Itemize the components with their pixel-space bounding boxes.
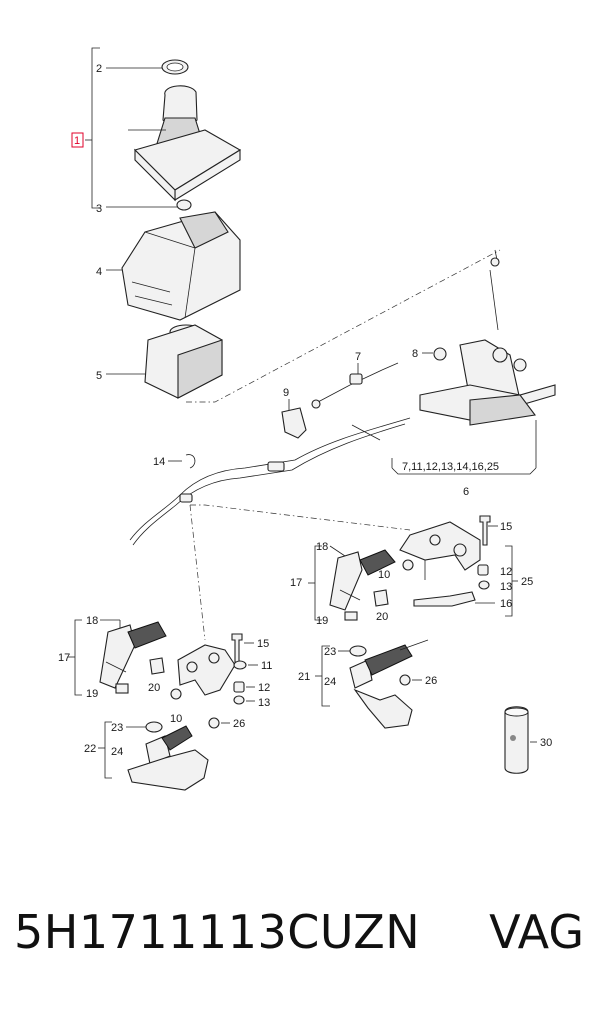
- l-washer-11-part[interactable]: [233, 660, 247, 670]
- callout-9: 9: [283, 387, 289, 399]
- nut-8-part[interactable]: [433, 347, 447, 361]
- clip-14-part[interactable]: [185, 454, 196, 469]
- l-callout-26: 26: [233, 718, 245, 730]
- gear-knob-part[interactable]: [128, 85, 242, 202]
- callout-4: 4: [96, 266, 102, 278]
- brand-label: VAG: [489, 905, 584, 959]
- bracket-group-21: [315, 645, 330, 707]
- shift-boot-base-part[interactable]: [144, 324, 223, 399]
- bracket-9-part[interactable]: [281, 407, 307, 439]
- bracket-group-17-right: [308, 545, 322, 621]
- r-callout-19: 19: [316, 615, 328, 627]
- l-callout-23: 23: [111, 722, 123, 734]
- r-clip-20-part[interactable]: [373, 589, 389, 607]
- part-number-label: 5H1711113CUZN: [14, 905, 421, 959]
- l-bush-12-part[interactable]: [233, 681, 245, 693]
- r-callout-12: 12: [500, 566, 512, 578]
- callout-14: 14: [153, 456, 165, 468]
- l-bolt-15-part[interactable]: [231, 633, 243, 663]
- selector-mechanism-part[interactable]: [419, 249, 556, 426]
- r-callout-18: 18: [316, 541, 328, 553]
- gear-selector-housing-left-part[interactable]: [177, 644, 236, 696]
- l-washer-13-part[interactable]: [233, 695, 245, 705]
- bracket-group-22: [98, 721, 112, 779]
- bracket-group-25: [505, 545, 518, 617]
- l-callout-19: 19: [86, 688, 98, 700]
- l-callout-15: 15: [257, 638, 269, 650]
- r-callout-23: 23: [324, 646, 336, 658]
- callout-30: 30: [540, 737, 552, 749]
- l-callout-24: 24: [111, 746, 123, 758]
- grease-tube-part-30[interactable]: [504, 706, 529, 774]
- cable-end-right-part[interactable]: [349, 639, 429, 729]
- r-callout-24: 24: [324, 676, 336, 688]
- callout-1-highlight-box[interactable]: [71, 132, 84, 148]
- r-callout-13: 13: [500, 581, 512, 593]
- l-nut-10-part[interactable]: [170, 688, 182, 700]
- r-bush-12-part[interactable]: [477, 564, 489, 576]
- l-cap-23-part[interactable]: [145, 721, 163, 733]
- bracket-group-17-left: [68, 619, 82, 696]
- r-callout-15: 15: [500, 521, 512, 533]
- r-washer-13-part[interactable]: [478, 580, 490, 590]
- clip-part[interactable]: [176, 199, 192, 211]
- gear-selector-housing-right-part[interactable]: [399, 521, 481, 580]
- r-callout-17: 17: [290, 577, 302, 589]
- callout-8: 8: [412, 348, 418, 360]
- l-callout-20: 20: [148, 682, 160, 694]
- l-callout-17: 17: [58, 652, 70, 664]
- r-bolt-15-part[interactable]: [479, 515, 491, 546]
- l-callout-13: 13: [258, 697, 270, 709]
- r-callout-25: 25: [521, 576, 533, 588]
- selector-lever-right-part[interactable]: [329, 549, 396, 621]
- l-callout-18: 18: [86, 615, 98, 627]
- bracket-group-6: [391, 420, 537, 475]
- l-callout-22: 22: [84, 743, 96, 755]
- footer: 5H1711113CUZN VAG: [0, 905, 600, 975]
- l-callout-10: 10: [170, 713, 182, 725]
- gear-shift-housing-part[interactable]: [121, 211, 241, 321]
- bracket-group-1: [85, 47, 100, 209]
- r-callout-16: 16: [500, 598, 512, 610]
- l-clip-20-part[interactable]: [149, 657, 165, 675]
- r-callout-26: 26: [425, 675, 437, 687]
- shift-cables-part[interactable]: [129, 417, 411, 546]
- selector-lever-left-part[interactable]: [99, 621, 167, 694]
- r-callout-20: 20: [376, 611, 388, 623]
- callout-7: 7: [355, 351, 361, 363]
- r-callout-10: 10: [378, 569, 390, 581]
- r-nut-26-part[interactable]: [399, 674, 411, 686]
- callout-6-list: 7,11,12,13,14,16,25: [402, 461, 499, 473]
- r-spring-16-part[interactable]: [413, 591, 476, 607]
- callout-1: 1: [74, 135, 80, 147]
- callout-5: 5: [96, 370, 102, 382]
- r-nut-10-part[interactable]: [402, 559, 414, 571]
- callout-2: 2: [96, 63, 102, 75]
- l-callout-12: 12: [258, 682, 270, 694]
- l-nut-26-part[interactable]: [208, 717, 220, 729]
- callout-3: 3: [96, 203, 102, 215]
- l-callout-11: 11: [261, 660, 272, 672]
- r-cap-23-part[interactable]: [349, 645, 367, 657]
- cable-end-left-part[interactable]: [127, 725, 209, 791]
- callout-6: 6: [463, 486, 469, 498]
- r-callout-21: 21: [298, 671, 310, 683]
- cable-tie-part[interactable]: [311, 362, 399, 409]
